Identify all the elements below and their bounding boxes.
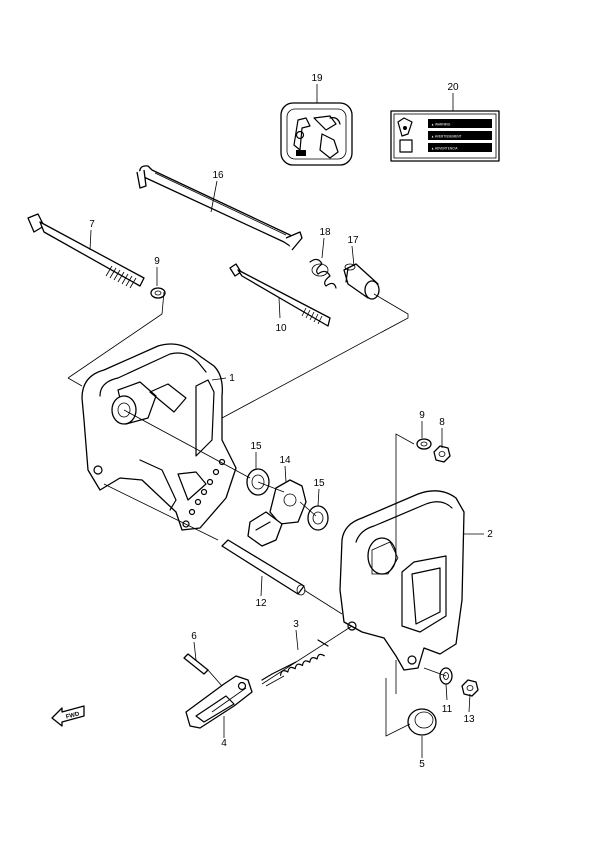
warning-text-block: ▲ WARNING ▲ AVERTISSEMENT ▲ ADVERTENCIA xyxy=(428,119,492,152)
callout-10: 10 xyxy=(275,323,287,334)
part-10-bolt xyxy=(229,263,331,327)
callout-13: 13 xyxy=(463,714,475,725)
tilt-lever-pictogram-icon xyxy=(293,115,341,159)
callout-11: 11 xyxy=(442,704,453,715)
part-15-bushing-right xyxy=(307,505,329,531)
part-17-bushing xyxy=(343,263,380,300)
part-12-pin xyxy=(221,539,306,596)
warning-line-1: ▲ WARNING xyxy=(431,123,451,127)
callout-9-upper: 9 xyxy=(154,256,160,267)
warning-line-3: ▲ ADVERTENCIA xyxy=(431,147,458,151)
part-14-stopper-plate xyxy=(247,479,307,547)
bolt-thread-7 xyxy=(105,265,137,289)
callout-numbers: 19 20 16 7 9 18 17 10 1 15 14 15 9 8 2 1… xyxy=(89,73,493,770)
callout-6: 6 xyxy=(191,631,197,642)
warning-line-2: ▲ AVERTISSEMENT xyxy=(431,135,462,139)
assembly-reference-lines xyxy=(67,291,447,737)
callout-4: 4 xyxy=(221,738,227,749)
part-7-long-bolt xyxy=(27,213,145,289)
callout-12: 12 xyxy=(255,598,267,609)
callout-3: 3 xyxy=(293,619,299,630)
callout-leader-lines xyxy=(89,84,484,758)
bracket-1-adjust-holes xyxy=(188,458,226,516)
callout-15-left: 15 xyxy=(250,441,262,452)
callout-2: 2 xyxy=(487,529,493,540)
callout-1: 1 xyxy=(229,373,235,384)
part-8-nut xyxy=(433,445,451,463)
part-2-clamp-bracket-right xyxy=(339,490,465,671)
callout-18: 18 xyxy=(319,227,331,238)
part-4-tilt-lever xyxy=(185,675,253,729)
part-9-washer-right xyxy=(416,438,432,450)
part-19-pictogram-label xyxy=(280,102,353,166)
part-1-clamp-bracket-left xyxy=(81,343,237,531)
callout-17: 17 xyxy=(347,235,359,246)
callout-9-right: 9 xyxy=(419,410,425,421)
callout-19: 19 xyxy=(311,73,323,84)
callout-7: 7 xyxy=(89,219,95,230)
callout-15-right: 15 xyxy=(313,478,325,489)
callout-20: 20 xyxy=(447,82,459,93)
part-18-spring xyxy=(309,258,337,289)
callout-14: 14 xyxy=(279,455,291,466)
callout-16: 16 xyxy=(212,170,224,181)
fwd-arrow-icon xyxy=(51,705,85,727)
fwd-direction-badge: FWD xyxy=(51,705,85,727)
fwd-label: FWD xyxy=(65,711,80,720)
part-9-washer-upper xyxy=(150,287,166,299)
callout-8: 8 xyxy=(439,417,445,428)
part-16-tilt-rod xyxy=(136,165,303,251)
callout-5: 5 xyxy=(419,759,425,770)
bolt-thread-10 xyxy=(301,307,323,325)
part-5-cap xyxy=(407,708,437,736)
part-13-nut xyxy=(461,679,479,697)
part-3-spring-rod xyxy=(261,639,329,687)
part-20-warning-label: ▲ WARNING ▲ AVERTISSEMENT ▲ ADVERTENCIA xyxy=(390,110,500,162)
